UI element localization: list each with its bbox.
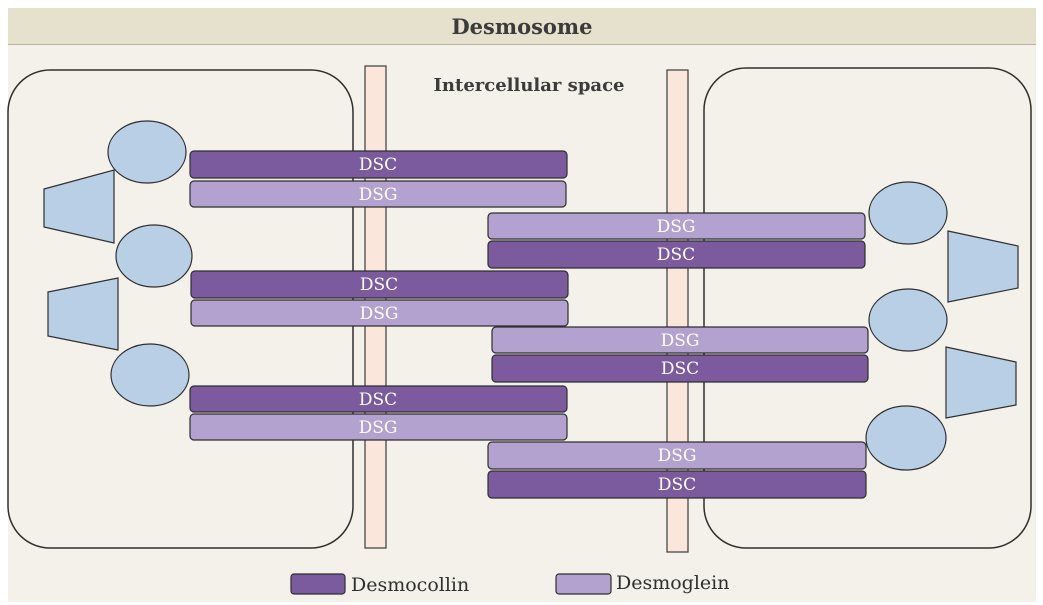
bar-label: DSG — [360, 304, 399, 324]
legend-swatch-desmoglein — [555, 573, 612, 595]
plaque-circle — [865, 405, 947, 471]
plaque-circle — [115, 224, 193, 288]
bar-label: DSG — [657, 217, 696, 237]
bar-label: DSG — [661, 331, 700, 351]
plaque-trapezoid — [47, 277, 119, 351]
plaque-circle — [107, 120, 187, 184]
right-cell — [703, 67, 1032, 549]
bar-label: DSC — [657, 245, 695, 265]
plaque-trapezoid — [43, 169, 115, 244]
bar-label: DSG — [658, 446, 697, 466]
bar-dsc-1: DSC — [189, 150, 568, 179]
bar-label: DSG — [359, 185, 398, 205]
legend: Desmocollin Desmoglein — [290, 572, 729, 596]
legend-swatch-desmocollin — [290, 573, 346, 595]
bar-label: DSC — [658, 475, 696, 495]
right-membrane — [666, 69, 689, 553]
bar-dsc-5: DSC — [189, 385, 568, 413]
legend-label-desmocollin: Desmocollin — [351, 574, 469, 596]
plaque-trapezoid — [947, 230, 1019, 303]
bar-label: DSC — [359, 390, 397, 410]
bar-label: DSC — [661, 359, 699, 379]
legend-label-desmoglein: Desmoglein — [616, 572, 729, 594]
bar-dsg-1: DSG — [189, 180, 567, 208]
bar-dsc-4: DSC — [491, 354, 869, 383]
bar-dsc-3: DSC — [190, 270, 569, 299]
bar-dsc-6: DSC — [487, 470, 867, 499]
plaque-circle — [868, 181, 948, 245]
plaque-circle — [868, 288, 948, 352]
bar-dsg-5: DSG — [189, 413, 568, 441]
bar-dsg-6: DSG — [487, 441, 867, 470]
diagram-title: Desmosome — [8, 8, 1036, 45]
bar-dsg-2: DSG — [487, 212, 866, 240]
intercellular-space-label: Intercellular space — [434, 75, 625, 96]
bar-label: DSC — [359, 155, 397, 175]
bar-dsc-2: DSC — [487, 240, 866, 269]
plaque-trapezoid — [945, 346, 1017, 419]
bar-dsg-4: DSG — [491, 326, 869, 354]
bar-label: DSC — [360, 275, 398, 295]
bar-dsg-3: DSG — [190, 299, 569, 327]
bar-label: DSG — [359, 418, 398, 438]
plaque-circle — [110, 343, 190, 407]
